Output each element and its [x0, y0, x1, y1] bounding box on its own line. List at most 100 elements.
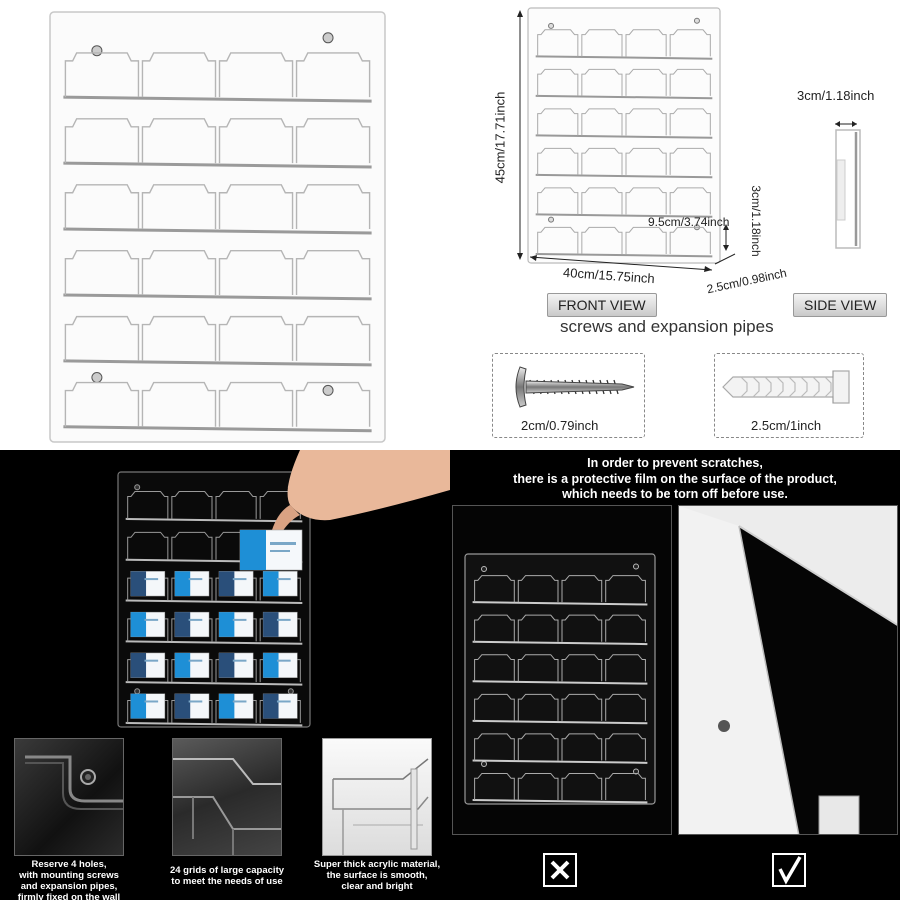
- acrylic-edge-icon: [332, 758, 429, 855]
- pocket-closeup-icon: [173, 758, 281, 855]
- front-view-button[interactable]: FRONT VIEW: [547, 293, 657, 317]
- card-pocket: [625, 187, 667, 215]
- card-pocket: [474, 654, 515, 682]
- mounting-hole-icon: [25, 755, 123, 810]
- card-pocket: [474, 693, 515, 721]
- feature-thumb-holes: [14, 738, 124, 856]
- card-pocket: [561, 654, 603, 682]
- shelf-ledge: [63, 227, 372, 235]
- back-panel: [49, 11, 386, 443]
- business-card: [174, 693, 210, 719]
- acrylic-holder: [117, 471, 311, 728]
- shelf-ledge: [63, 425, 372, 433]
- back-panel: [527, 7, 721, 264]
- shelf-ledge: [63, 161, 372, 169]
- card-pocket: [295, 249, 371, 295]
- card-pocket: [581, 29, 623, 57]
- business-card: [130, 652, 166, 678]
- card-pocket: [64, 315, 140, 361]
- card-pocket: [218, 249, 294, 295]
- card-pocket: [537, 226, 579, 254]
- screw-hole: [548, 22, 555, 29]
- pocket-width-label: 9.5cm/3.74inch: [648, 215, 730, 229]
- card-pocket: [64, 52, 140, 98]
- card-pocket: [625, 226, 667, 254]
- card-pocket: [474, 733, 515, 761]
- business-card: [262, 571, 298, 597]
- business-card: [174, 571, 210, 597]
- screw-hole: [322, 384, 334, 396]
- card-pocket: [517, 654, 559, 682]
- card-pocket: [295, 118, 371, 164]
- card-pocket: [669, 29, 711, 57]
- shelf-ledge: [63, 95, 372, 103]
- shelf-ledge: [125, 681, 303, 686]
- card-pocket: [295, 381, 371, 427]
- shelf-ledge: [125, 640, 303, 645]
- card-pocket: [295, 52, 371, 98]
- card-pocket: [517, 614, 559, 642]
- product-photo-panel: [0, 0, 450, 450]
- screw-box: 2cm/0.79inch: [492, 353, 645, 438]
- screw-hole: [481, 761, 487, 767]
- screw-hole: [548, 216, 555, 223]
- acrylic-holder: [464, 553, 656, 805]
- feature-caption-holes: Reserve 4 holes, with mounting screws an…: [17, 859, 121, 900]
- feature-caption-acrylic: Super thick acrylic material, the surfac…: [313, 859, 441, 892]
- card-pocket: [218, 315, 294, 361]
- business-card: [218, 652, 254, 678]
- shelf-ledge: [63, 293, 372, 301]
- business-card: [130, 571, 166, 597]
- shelf-ledge: [125, 599, 303, 604]
- pipe-box: 2.5cm/1inch: [714, 353, 864, 438]
- card-pocket: [625, 68, 667, 96]
- protective-film-note: In order to prevent scratches, there is …: [513, 456, 837, 502]
- business-card: [218, 611, 254, 638]
- side-view-illustration: [835, 121, 861, 249]
- side-view-button[interactable]: SIDE VIEW: [793, 293, 888, 317]
- screw-icon: [515, 366, 635, 408]
- expansion-pipe-icon: [722, 370, 850, 404]
- screw-hole: [134, 688, 141, 695]
- side-depth-label: 3cm/1.18inch: [797, 88, 875, 103]
- card-pocket: [517, 772, 559, 801]
- pipe-size-label: 2.5cm/1inch: [751, 418, 822, 433]
- business-card: [262, 611, 298, 638]
- card-pocket: [625, 147, 667, 175]
- holder-without-film-illustration: [464, 553, 656, 805]
- right-symbol-box: [772, 853, 806, 887]
- card-pocket: [517, 575, 559, 603]
- screw-hole: [322, 32, 334, 44]
- shelf-ledge: [472, 640, 648, 646]
- card-pocket: [141, 118, 217, 164]
- card-pocket: [474, 614, 515, 642]
- card-pocket: [581, 147, 623, 175]
- card-pocket: [605, 654, 646, 682]
- shelf-ledge: [125, 517, 303, 523]
- check-icon: [778, 856, 802, 885]
- dimensions-panel: 45cm/17.71inch 40cm/15.75inch 9.5cm/3.74…: [450, 0, 900, 450]
- card-pocket: [605, 575, 646, 603]
- screw-hole: [633, 768, 639, 775]
- shelf-ledge: [472, 680, 648, 685]
- film-removed-panel: [452, 505, 672, 835]
- screw-hole: [633, 563, 639, 570]
- screw-size-label: 2cm/0.79inch: [521, 418, 599, 433]
- screw-hole: [134, 484, 141, 491]
- card-pocket: [141, 184, 217, 230]
- business-card: [262, 693, 298, 719]
- card-pocket: [581, 187, 623, 215]
- screw-hole: [481, 566, 487, 572]
- business-card: [174, 611, 210, 638]
- card-pocket: [295, 315, 371, 361]
- card-pocket: [215, 491, 257, 519]
- card-pocket: [64, 381, 140, 427]
- shelf-ledge: [472, 601, 648, 606]
- card-pocket: [64, 249, 140, 295]
- card-pocket: [625, 108, 667, 136]
- card-pocket: [537, 147, 579, 175]
- card-pocket: [141, 381, 217, 427]
- film-closeup-panel: [678, 505, 898, 835]
- cross-icon: [550, 860, 570, 880]
- card-pocket: [171, 531, 213, 560]
